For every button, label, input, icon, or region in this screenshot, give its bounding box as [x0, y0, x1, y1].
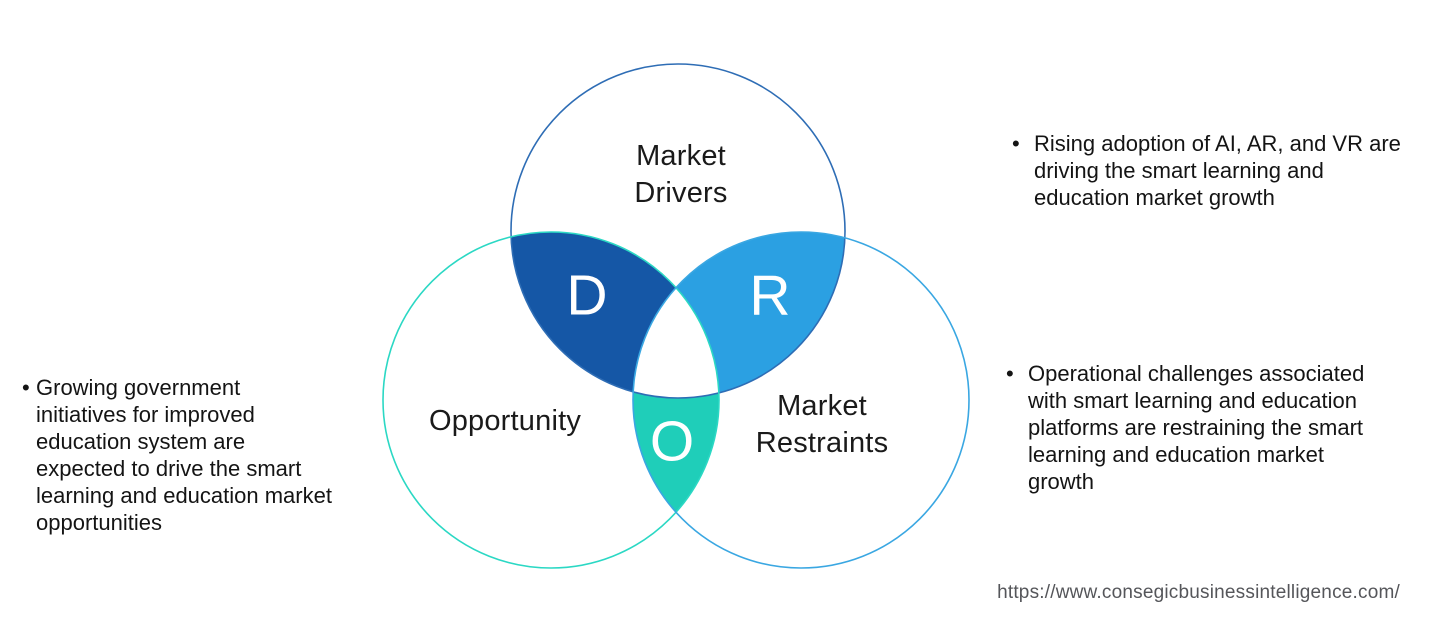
opportunity-letter: O — [649, 409, 695, 474]
restraints-annotation-text: Operational challenges associated with s… — [1028, 361, 1365, 494]
drivers-annotation-text: Rising adoption of AI, AR, and VR are dr… — [1034, 131, 1401, 210]
source-url: https://www.consegicbusinessintelligence… — [997, 582, 1400, 603]
opportunity-annotation-text: Growing government initiatives for impro… — [36, 375, 332, 535]
drivers-restraints-intersection — [633, 232, 845, 398]
restraints-circle-outline — [632, 231, 970, 569]
drivers-opportunity-intersection — [511, 232, 719, 398]
opportunity-label: Opportunity — [428, 405, 582, 437]
bullet-dot: • — [1006, 361, 1014, 386]
drivers-circle-outline — [510, 63, 846, 399]
restraints-letter: R — [749, 263, 791, 328]
opportunity-annotation: • Growing government initiatives for imp… — [22, 374, 372, 536]
drivers-letter: D — [566, 263, 608, 328]
opportunity-circle-outline — [382, 231, 720, 569]
drivers-label: Market Drivers — [634, 140, 728, 209]
restraints-label: Market Restraints — [755, 390, 889, 459]
drivers-annotation: • Rising adoption of AI, AR, and VR are … — [1012, 130, 1432, 211]
bullet-dot: • — [22, 375, 30, 400]
restraints-annotation: • Operational challenges associated with… — [1006, 360, 1426, 495]
bullet-dot: • — [1012, 131, 1020, 156]
